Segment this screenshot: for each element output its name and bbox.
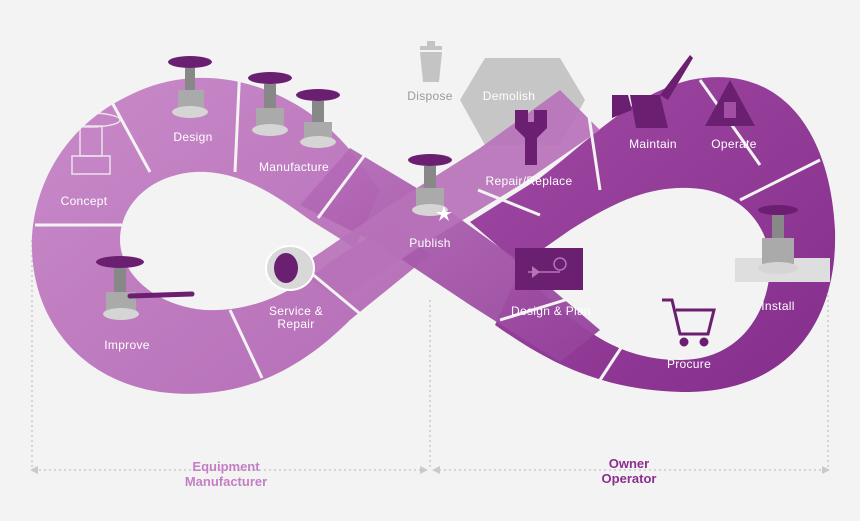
group-label-owner-operator: Owner Operator bbox=[602, 456, 657, 486]
segment-dividers bbox=[35, 64, 821, 381]
stage-label-improve: Improve bbox=[104, 338, 150, 352]
stage-label-procure: Procure bbox=[666, 357, 712, 371]
stage-label-manufacture: Manufacture bbox=[258, 160, 330, 174]
dotted-guides bbox=[30, 240, 830, 474]
operate-icon bbox=[705, 80, 755, 126]
valve-icon-manufacture-1 bbox=[248, 72, 292, 136]
group-label-equipment-manufacturer: Equipment Manufacturer bbox=[185, 459, 267, 489]
ring-icon bbox=[265, 245, 315, 291]
valve-icon-install bbox=[758, 205, 798, 274]
stage-label-publish: Publish bbox=[409, 236, 451, 250]
stage-label-operate: Operate bbox=[711, 137, 757, 151]
group-left-line2: Manufacturer bbox=[184, 474, 268, 489]
valve-icon-concept bbox=[59, 112, 121, 175]
group-right-line1: Owner bbox=[608, 456, 650, 471]
group-right-line2: Operator bbox=[601, 471, 657, 486]
stage-label-dispose: Dispose bbox=[407, 89, 453, 103]
stage-label-service-repair-2: Repair bbox=[277, 317, 315, 331]
cross-band-b bbox=[295, 90, 600, 300]
cross-band-a bbox=[300, 148, 600, 362]
wrench-icon bbox=[515, 110, 547, 165]
cart-icon bbox=[662, 298, 716, 347]
group-left-line1: Equipment bbox=[192, 459, 260, 474]
stage-label-concept: Concept bbox=[60, 194, 108, 208]
stage-label-demolish: Demolish bbox=[482, 89, 536, 103]
valve-icon-manufacture-2 bbox=[296, 89, 340, 148]
blueprint-icon bbox=[515, 248, 583, 290]
stage-label-repair-replace: Repair/Replace bbox=[485, 174, 573, 188]
valve-icon-publish bbox=[408, 154, 452, 221]
trash-icon bbox=[420, 41, 442, 82]
stage-label-design: Design bbox=[173, 130, 213, 144]
stage-label-install: Install bbox=[761, 299, 795, 313]
stage-label-maintain: Maintain bbox=[629, 137, 677, 151]
stage-label-design-plan: Design & Plan bbox=[511, 304, 591, 318]
valve-icon-design bbox=[168, 56, 212, 118]
valve-icon-improve bbox=[96, 256, 195, 320]
stage-label-service-repair-1: Service & bbox=[268, 304, 324, 318]
oil-can-icon bbox=[612, 55, 693, 128]
